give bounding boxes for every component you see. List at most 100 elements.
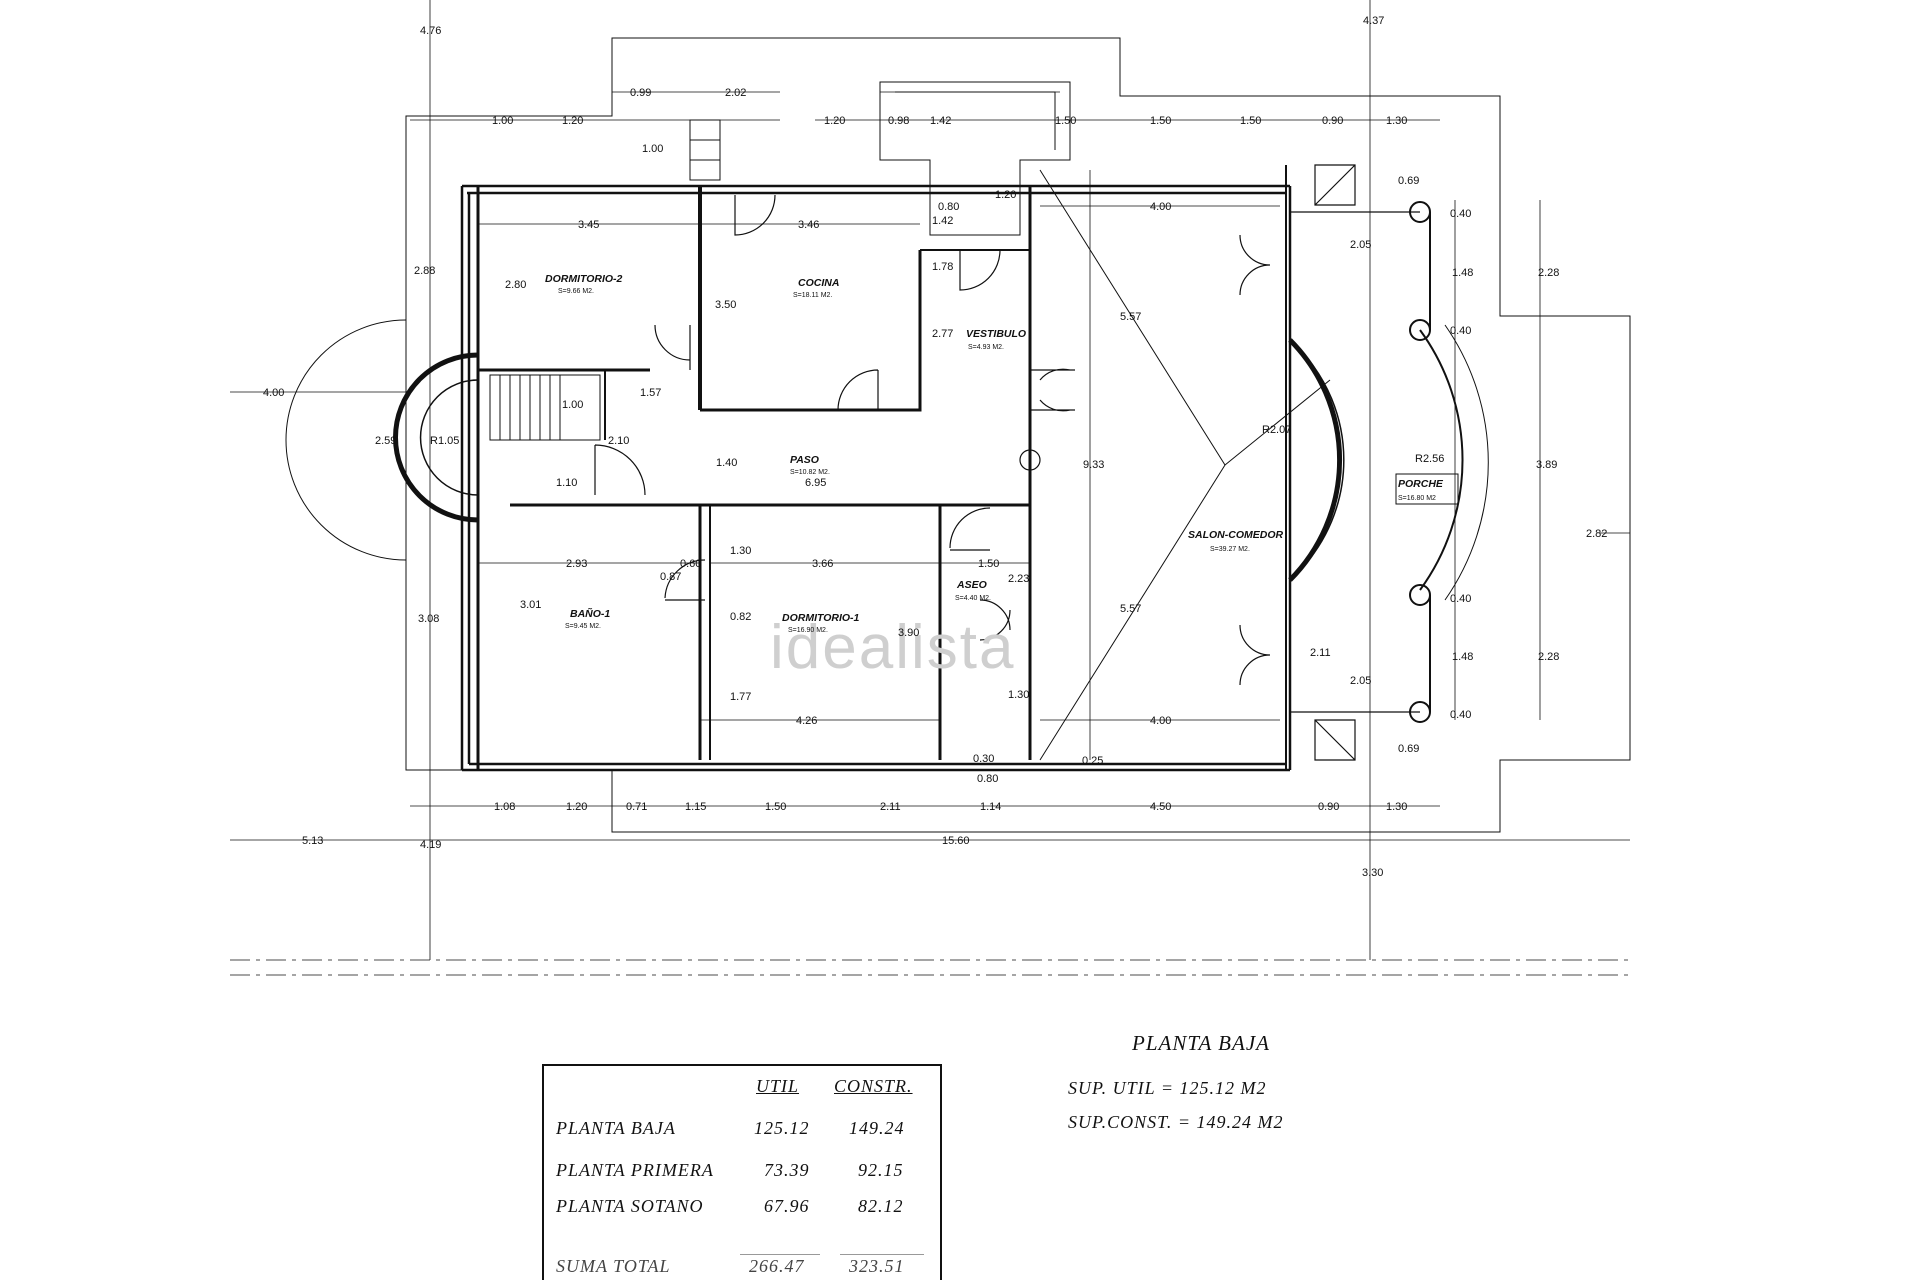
dimension-label: 1.50 <box>765 801 786 813</box>
room-area: S=4.40 M2. <box>955 595 991 602</box>
dimension-label: 1.50 <box>978 558 999 570</box>
dimension-label: 3.66 <box>812 558 833 570</box>
dimension-label: 2.59 <box>375 435 396 447</box>
dimension-label: 0.90 <box>1322 115 1343 127</box>
room-area: S=16.90 M2. <box>788 627 828 634</box>
dimension-label: 2.11 <box>1310 647 1331 659</box>
dimension-label: 4.37 <box>1363 15 1384 27</box>
total-label: SUMA TOTAL <box>556 1256 671 1276</box>
dimension-label: 1.00 <box>642 143 663 155</box>
dimension-label: 1.20 <box>995 189 1016 201</box>
dimension-label: 1.40 <box>716 457 737 469</box>
dimension-label: 2.02 <box>725 87 746 99</box>
row-util: 125.12 <box>754 1118 810 1138</box>
room-area: S=9.45 M2. <box>565 623 601 630</box>
header-util: UTIL <box>756 1076 800 1096</box>
dimension-label: 2.05 <box>1350 239 1371 251</box>
dimension-label: 3.90 <box>898 627 919 639</box>
dimension-label: 5.57 <box>1120 311 1141 323</box>
room-area: S=10.82 M2. <box>790 469 830 476</box>
dimension-label: 4.76 <box>420 25 441 37</box>
header-constr: CONSTR. <box>834 1076 913 1096</box>
room-area: S=39.27 M2. <box>1210 546 1250 553</box>
table-total-row: SUMA TOTAL 266.47 323.51 <box>544 1256 940 1282</box>
dimension-label: 0.87 <box>660 571 681 583</box>
plan-title: PLANTA BAJA <box>1131 1031 1270 1055</box>
row-constr: 149.24 <box>849 1118 905 1138</box>
dimension-label: 3.30 <box>1362 867 1383 879</box>
dimension-label: 5.57 <box>1120 603 1141 615</box>
dimension-label: 1.50 <box>1055 115 1076 127</box>
dimension-label: 1.00 <box>562 399 583 411</box>
room-name: DORMITORIO-2 <box>545 273 623 285</box>
dimension-label: 5.13 <box>302 835 323 847</box>
dimension-label: 0.80 <box>938 201 959 213</box>
dimension-label: 1.50 <box>1240 115 1261 127</box>
dimension-label: 0.71 <box>626 801 647 813</box>
dimension-label: 2.23 <box>1008 573 1029 585</box>
dimension-label: 3.50 <box>715 299 736 311</box>
dimension-label: 0.40 <box>1450 593 1471 605</box>
dimension-label: 0.99 <box>630 87 651 99</box>
table-row: PLANTA BAJA 125.12 149.24 <box>544 1118 940 1144</box>
dimension-label: 2.82 <box>1586 528 1607 540</box>
dimension-label: 1.10 <box>556 477 577 489</box>
dimension-label: 3.45 <box>578 219 599 231</box>
dimension-label: 9.33 <box>1083 459 1104 471</box>
dimension-label: 0.40 <box>1450 208 1471 220</box>
dimension-label: 2.93 <box>566 558 587 570</box>
dimension-label: 2.05 <box>1350 675 1371 687</box>
row-util: 73.39 <box>764 1160 810 1180</box>
row-label: PLANTA SOTANO <box>556 1196 704 1216</box>
row-util: 67.96 <box>764 1196 810 1216</box>
dimension-label: 4.00 <box>1150 715 1171 727</box>
dimension-label: 1.20 <box>566 801 587 813</box>
dimension-label: 1.08 <box>494 801 515 813</box>
dimension-label: 0.90 <box>1318 801 1339 813</box>
row-constr: 82.12 <box>858 1196 904 1216</box>
dimension-label: 0.30 <box>973 753 994 765</box>
dimension-label: 4.26 <box>796 715 817 727</box>
dimension-label: 1.15 <box>685 801 706 813</box>
dimension-label: 1.30 <box>1008 689 1029 701</box>
room-name: COCINA <box>798 277 839 289</box>
dimension-label: 4.00 <box>1150 201 1171 213</box>
room-area: S=16.80 M2 <box>1398 495 1436 502</box>
dimension-label: 2.80 <box>505 279 526 291</box>
dimension-labels: 4.76 4.37 0.99 2.02 1.20 0.98 1.42 1.50 … <box>263 15 1607 879</box>
dimension-label: 1.48 <box>1452 267 1473 279</box>
watermark: idealista <box>770 613 1015 682</box>
table-row: PLANTA PRIMERA 73.39 92.15 <box>544 1160 940 1186</box>
table-row: PLANTA SOTANO 67.96 82.12 <box>544 1196 940 1222</box>
dimension-label: 1.48 <box>1452 651 1473 663</box>
dimension-label: 1.00 <box>492 115 513 127</box>
dimension-label: R2.07 <box>1262 424 1291 436</box>
dimension-label: 1.30 <box>730 545 751 557</box>
dimension-label: 6.95 <box>805 477 826 489</box>
dimension-label: 0.82 <box>730 611 751 623</box>
dimension-label: 2.11 <box>880 801 901 813</box>
dimension-label: 1.42 <box>932 215 953 227</box>
dimension-label: 3.89 <box>1536 459 1557 471</box>
dimension-label: 4.50 <box>1150 801 1171 813</box>
dimension-label: 0.80 <box>977 773 998 785</box>
dimension-label: 2.77 <box>932 328 953 340</box>
room-name: PORCHE <box>1398 478 1444 490</box>
dimension-label: 1.50 <box>1150 115 1171 127</box>
dimension-label: 3.46 <box>798 219 819 231</box>
room-labels: DORMITORIO-2 S=9.66 M2. COCINA S=18.11 M… <box>545 273 1459 634</box>
room-area: S=9.66 M2. <box>558 288 594 295</box>
room-name: SALON-COMEDOR <box>1188 529 1283 541</box>
dimension-label: 15.60 <box>942 835 970 847</box>
room-area: S=18.11 M2. <box>793 292 832 299</box>
dimension-label: 1.30 <box>1386 115 1407 127</box>
dimension-label: R2.56 <box>1415 453 1444 465</box>
dimension-label: 1.42 <box>930 115 951 127</box>
areas-table: UTIL CONSTR. PLANTA BAJA 125.12 149.24 P… <box>542 1064 942 1280</box>
dimension-label: R1.05 <box>430 435 459 447</box>
room-name: BAÑO-1 <box>570 607 610 620</box>
row-label: PLANTA PRIMERA <box>556 1160 714 1180</box>
dimension-label: 0.40 <box>1450 325 1471 337</box>
dimension-label: 0.69 <box>1398 175 1419 187</box>
